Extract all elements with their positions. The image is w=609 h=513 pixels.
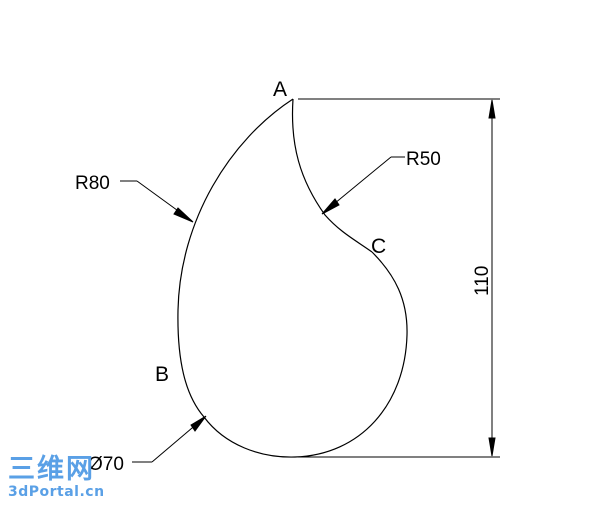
arrow-r80-icon [173,207,194,223]
r50-label: R50 [406,149,441,170]
arrow-dia70-icon [190,415,207,432]
point-c-label: C [371,235,386,258]
leader-dia70 [132,415,207,463]
arrow-down-icon [488,437,496,457]
arrow-r50-icon [321,198,340,215]
watermark-cn: 三维网 [8,454,95,485]
arc-r50 [291,98,373,253]
dimension-110 [298,98,500,458]
watermark: 三维网 3dPortal.cn [8,456,105,499]
leader-r50 [321,156,405,215]
point-b-label: B [155,363,169,386]
height-110-label: 110 [472,266,493,296]
dia70-label: Ø70 [88,454,124,475]
r80-label: R80 [75,173,110,194]
arc-r80 [177,98,294,418]
arc-dia70 [203,251,408,458]
leader-r80 [120,180,194,223]
teardrop-outline [177,98,408,458]
watermark-en: 3dPortal.cn [8,484,105,500]
point-a-label: A [273,78,287,101]
arrow-up-icon [488,99,496,119]
